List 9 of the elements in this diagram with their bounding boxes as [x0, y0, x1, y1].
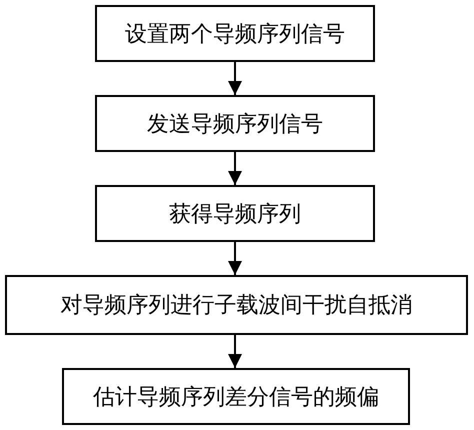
process-box: 对导频序列进行子载波间干扰自抵消 [5, 275, 468, 335]
arrow [228, 62, 242, 95]
arrow [228, 242, 242, 275]
process-box: 估计导频序列差分信号的频偏 [62, 368, 410, 425]
arrow [228, 335, 242, 368]
arrow [228, 152, 242, 185]
process-box: 设置两个导频序列信号 [95, 5, 375, 62]
process-box: 获得导频序列 [95, 185, 375, 242]
process-box: 发送导频序列信号 [95, 95, 375, 152]
